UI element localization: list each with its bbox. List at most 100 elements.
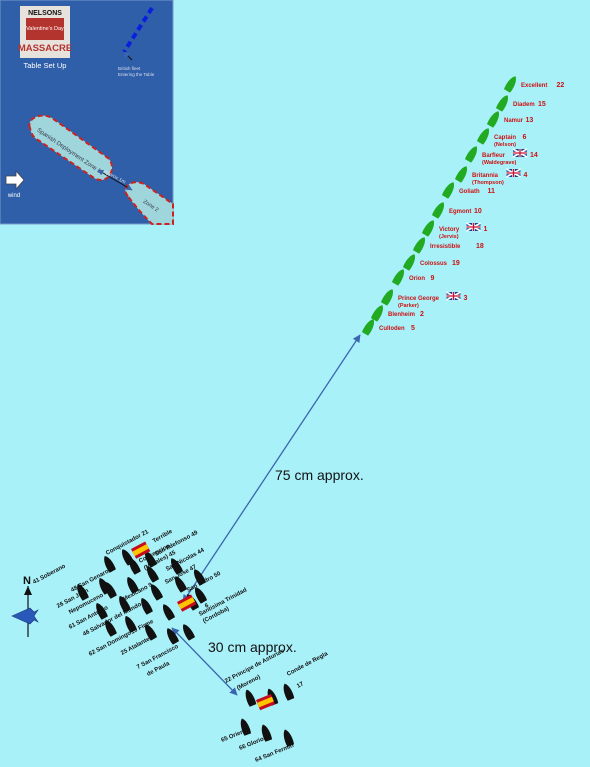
spanish-ship-hull-icon — [280, 682, 295, 701]
british-ship-name: Namur — [504, 118, 524, 124]
logo-text-2: Valentine's Day — [26, 26, 64, 32]
british-ship-name: Egmont — [449, 209, 471, 215]
long-measurement-label: 75 cm approx. — [275, 467, 364, 483]
british-ship-hull-icon — [421, 218, 437, 237]
british-ship-hull-icon — [402, 252, 418, 271]
british-ship-name: Barfleur — [482, 153, 506, 159]
union-flag-icon — [445, 290, 462, 302]
spanish-ship-label: Terrible — [152, 528, 174, 544]
british-ship-hull-icon — [370, 303, 386, 322]
british-ship: Captain(Nelson)6 — [476, 126, 527, 148]
union-flag-icon — [465, 221, 482, 233]
british-ship-number: 1 — [484, 226, 488, 233]
british-ship: Prince George(Parker) 3 — [380, 287, 468, 309]
british-ship-number: 11 — [488, 188, 496, 195]
british-ship-name: Prince George — [398, 296, 440, 302]
british-ship-hull-icon — [454, 164, 470, 183]
british-ship: Blenheim 2 — [370, 303, 424, 322]
british-ship-hull-icon — [431, 200, 447, 219]
british-ship-commander: (Waldegrave) — [482, 160, 517, 166]
british-ship-name: Colossus — [420, 261, 448, 267]
inset-distance-arrow — [97, 169, 133, 191]
british-ship-hull-icon — [441, 180, 457, 199]
spanish-ship-label: 41 Soberano — [32, 563, 67, 585]
british-ship-name: Culloden — [379, 326, 405, 332]
wind-label: wind — [7, 193, 20, 199]
british-ship-name: Orion — [409, 276, 425, 282]
british-ship-number: 2 — [420, 311, 424, 318]
inset-subtitle: Table Set Up — [24, 61, 67, 70]
british-ship-hull-icon — [380, 287, 396, 306]
british-ship-number: 6 — [523, 134, 527, 141]
british-ship: Britannia(Thompson) 4 — [454, 164, 528, 186]
british-ship-number: 13 — [526, 117, 534, 124]
compass: N — [11, 575, 39, 637]
british-ship-number: 5 — [411, 325, 415, 332]
spanish-ship-label: Mexicano 9 — [122, 582, 154, 603]
logo-text-1: NELSONS — [28, 10, 62, 17]
british-ship-number: 22 — [557, 82, 565, 89]
british-ship-name: Blenheim — [388, 312, 415, 318]
british-ship-number: 4 — [524, 172, 528, 179]
fleet-note-1: British fleet — [118, 66, 141, 71]
wind-arrow-icon — [5, 169, 25, 191]
british-ship-hull-icon — [503, 74, 519, 93]
british-ship-hull-icon — [464, 144, 480, 163]
spanish-ship-label: 17 — [296, 681, 305, 690]
compass-wind-icon — [11, 607, 39, 625]
british-ship-hull-icon — [486, 109, 502, 128]
british-ship-name: Diadem — [513, 102, 535, 108]
spanish-ship-label: San Isidro 50 — [186, 571, 222, 594]
british-ship-number: 19 — [452, 260, 460, 267]
british-ship-commander: (Jervis) — [439, 234, 459, 240]
spanish-ship-hull-icon — [160, 602, 176, 621]
spanish-ship-label: 66 Glorioso — [239, 734, 272, 752]
british-ship-name: Captain — [494, 135, 516, 141]
spanish-ship-label: 64 San Fermin — [255, 743, 296, 764]
british-ship: Goliath 11 — [441, 180, 496, 199]
fleet-note-2: Entering the Table — [118, 72, 155, 77]
british-ship: Orion 9 — [391, 267, 435, 286]
british-ship: Colossus 19 — [402, 252, 460, 271]
spanish-ship-label: 65 Oriente — [221, 727, 251, 744]
british-ship-number: 9 — [431, 275, 435, 282]
british-ship-hull-icon — [412, 235, 428, 254]
british-ship-number: 14 — [530, 152, 538, 159]
british-ship: Barfleur(Waldegrave) 14 — [464, 144, 538, 166]
short-measurement-arrow — [171, 627, 238, 696]
british-ship: Culloden 5 — [361, 317, 415, 336]
british-ship-number: 3 — [464, 295, 468, 302]
long-measurement-arrow — [182, 334, 361, 603]
british-ship-name: Excellent — [521, 83, 547, 89]
british-ship: Irresistible 18 — [412, 235, 484, 254]
british-ship: Victory(Jervis) 1 — [421, 218, 488, 240]
british-ship-name: Irresistible — [430, 244, 461, 250]
british-ship-commander: (Thompson) — [472, 180, 504, 186]
british-ship-hull-icon — [495, 93, 511, 112]
british-ship-name: Victory — [439, 227, 460, 233]
british-ship-hull-icon — [476, 126, 492, 145]
spanish-ship-label: 6 — [204, 603, 210, 610]
table-setup-inset: NELSONS Valentine's Day MASSACRE Table S… — [0, 0, 174, 225]
british-ship-number: 18 — [476, 243, 484, 250]
union-flag-icon — [511, 147, 529, 159]
british-ship: Excellent 22 — [503, 74, 565, 93]
spanish-zone-1 — [28, 114, 113, 181]
spanish-ship-hull-icon — [164, 626, 180, 645]
compass-north: N — [23, 575, 31, 587]
spanish-ship-hull-icon — [242, 688, 257, 707]
british-ship-name: Goliath — [459, 189, 480, 195]
british-ship-hull-icon — [391, 267, 407, 286]
short-measurement-label: 30 cm approx. — [208, 639, 297, 655]
union-flag-icon — [505, 167, 522, 179]
british-ship-number: 15 — [538, 101, 546, 108]
british-ship-name: Britannia — [472, 173, 499, 179]
logo-text-3: MASSACRE — [18, 43, 72, 54]
british-ship-commander: (Parker) — [398, 303, 419, 309]
